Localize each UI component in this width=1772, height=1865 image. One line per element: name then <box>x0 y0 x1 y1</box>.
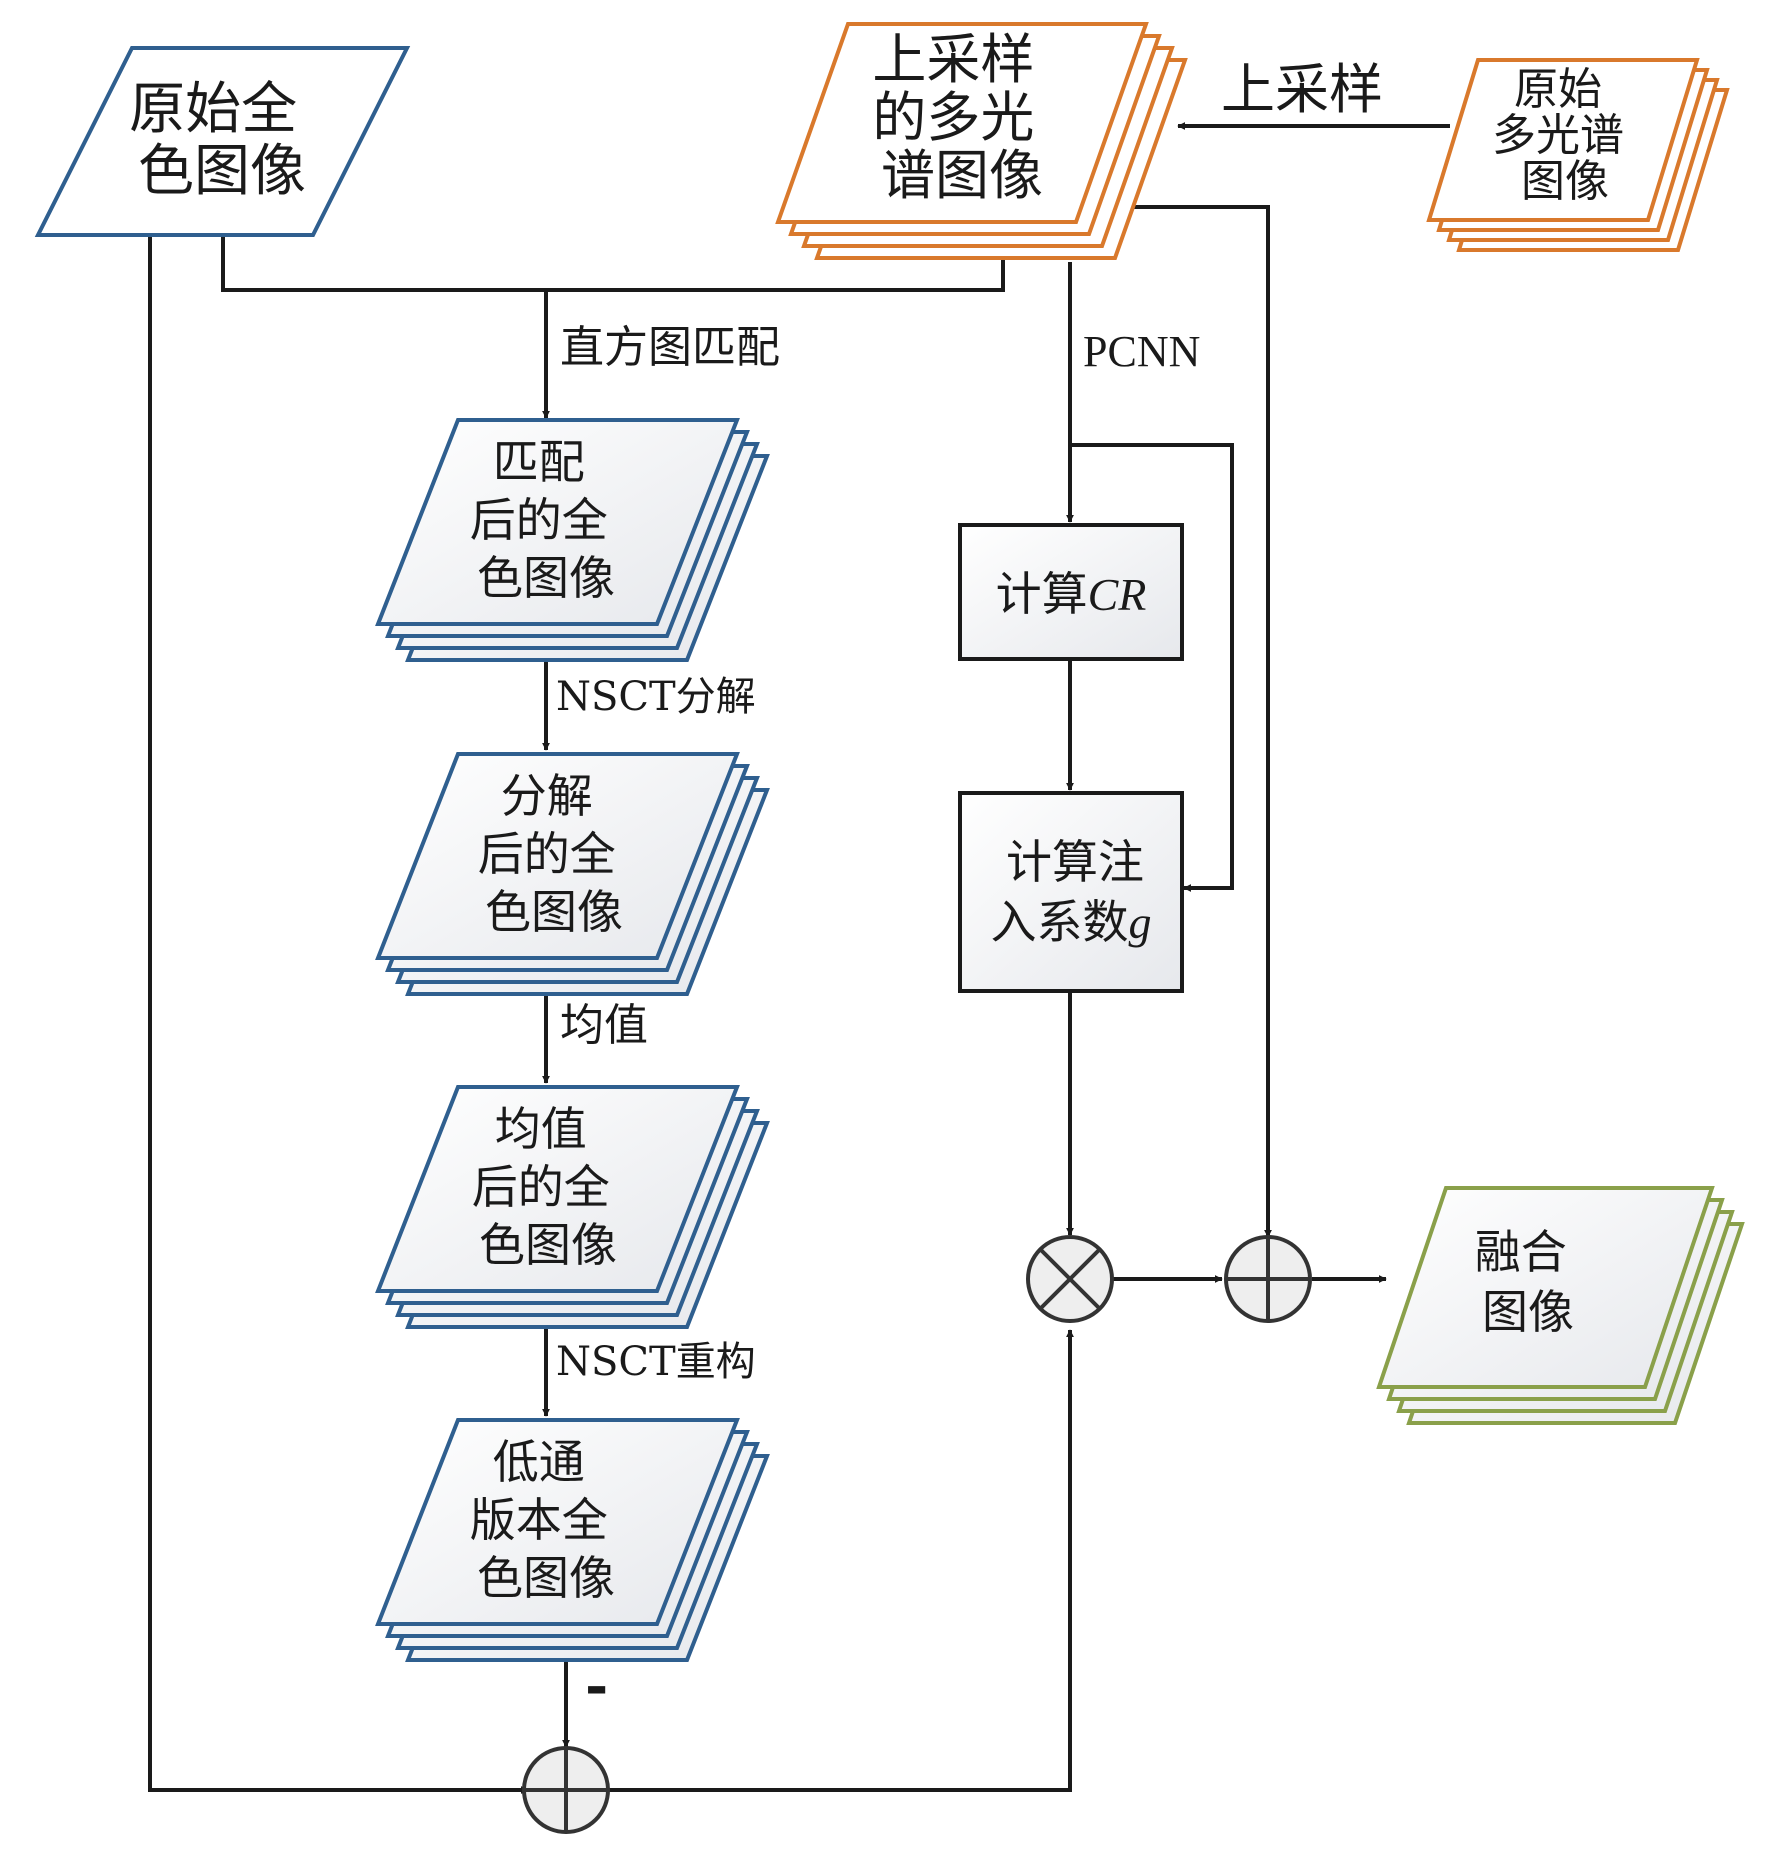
fused-line2: 图像 <box>1482 1285 1574 1339</box>
ms-upsampled-node: 上采样 的多光 谱图像 <box>775 22 1188 260</box>
label-upsample: 上采样 <box>1221 58 1383 121</box>
pan-original-line2: 色图像 <box>138 139 306 204</box>
ms-original-line2: 多光谱 <box>1492 110 1624 161</box>
label-mean: 均值 <box>560 1000 648 1051</box>
calc-cr-prefix: 计算 <box>996 567 1088 621</box>
pan-lowpass-node: 低通 版本全 色图像 <box>375 1418 770 1662</box>
multiply-icon <box>1026 1235 1114 1323</box>
svg-text:入系数g: 入系数g <box>991 895 1152 949</box>
svg-text:计算CR: 计算CR <box>996 567 1147 621</box>
svg-text:融合 图像: 融合 图像 <box>1475 1225 1582 1339</box>
pan-original-line1: 原始全 <box>129 77 297 142</box>
pan-matched-line1: 匹配 <box>493 435 585 489</box>
ms-original-node: 原始 多光谱 图像 <box>1426 58 1730 252</box>
svg-text:原始全 色图像: 原始全 色图像 <box>129 77 315 204</box>
ms-upsampled-line2: 的多光 <box>872 86 1034 149</box>
svg-text:低通 版本全 色图像: 低通 版本全 色图像 <box>470 1435 623 1605</box>
pan-mean-node: 均值 后的全 色图像 <box>375 1085 770 1329</box>
svg-text:计算注: 计算注 <box>1006 835 1144 889</box>
add-icon <box>1224 1235 1312 1323</box>
ms-upsampled-line1: 上采样 <box>872 28 1034 91</box>
edge-ms-to-add <box>1120 205 1270 1230</box>
ms-upsampled-line3: 谱图像 <box>881 144 1043 207</box>
pan-decomposed-line2: 后的全 <box>478 827 616 881</box>
pan-decomposed-line3: 色图像 <box>485 885 623 939</box>
svg-text:匹配 后的全 色图像: 匹配 后的全 色图像 <box>470 435 623 605</box>
calc-g-prefix: 入系数 <box>991 895 1129 949</box>
label-nsct-decompose: NSCT分解 <box>556 674 756 720</box>
svg-text:原始 多光谱 图像: 原始 多光谱 图像 <box>1492 64 1638 207</box>
svg-text:均值 后的全 色图像: 均值 后的全 色图像 <box>472 1102 625 1272</box>
pan-mean-line2: 后的全 <box>472 1160 610 1214</box>
edge-pan-to-match <box>221 233 1005 292</box>
svg-text:分解 后的全 色图像: 分解 后的全 色图像 <box>478 769 631 939</box>
label-minus: - <box>585 1653 608 1719</box>
edges <box>148 122 1450 1794</box>
pan-decomposed-line1: 分解 <box>501 769 593 823</box>
add-icon <box>522 1746 610 1834</box>
calc-cr-node: 计算CR <box>958 523 1184 661</box>
pan-lowpass-line2: 版本全 <box>470 1493 608 1547</box>
fused-node: 融合 图像 <box>1376 1186 1745 1425</box>
calc-cr-italic: CR <box>1088 569 1147 620</box>
pan-lowpass-line1: 低通 <box>493 1435 585 1489</box>
calc-g-node: 计算注 入系数g <box>958 791 1184 993</box>
pan-mean-line3: 色图像 <box>479 1218 617 1272</box>
label-histogram-match: 直方图匹配 <box>560 322 780 373</box>
calc-g-line1: 计算注 <box>1006 835 1144 889</box>
calc-g-italic: g <box>1129 897 1152 948</box>
pan-original-node: 原始全 色图像 <box>34 46 411 237</box>
pan-matched-line3: 色图像 <box>477 551 615 605</box>
pan-matched-node: 匹配 后的全 色图像 <box>375 418 770 662</box>
pan-lowpass-line3: 色图像 <box>477 1551 615 1605</box>
fused-line1: 融合 <box>1475 1225 1567 1279</box>
svg-text:上采样 的多光 谱图像: 上采样 的多光 谱图像 <box>872 28 1051 207</box>
ms-original-line1: 原始 <box>1514 64 1602 115</box>
label-nsct-reconstruct: NSCT重构 <box>556 1339 756 1385</box>
pan-matched-line2: 后的全 <box>470 493 608 547</box>
ms-original-line3: 图像 <box>1521 156 1609 207</box>
pan-decomposed-node: 分解 后的全 色图像 <box>375 752 770 996</box>
pan-mean-line1: 均值 <box>495 1102 587 1156</box>
edge-add-to-multiply <box>608 1330 1072 1792</box>
label-pcnn: PCNN <box>1083 327 1200 376</box>
